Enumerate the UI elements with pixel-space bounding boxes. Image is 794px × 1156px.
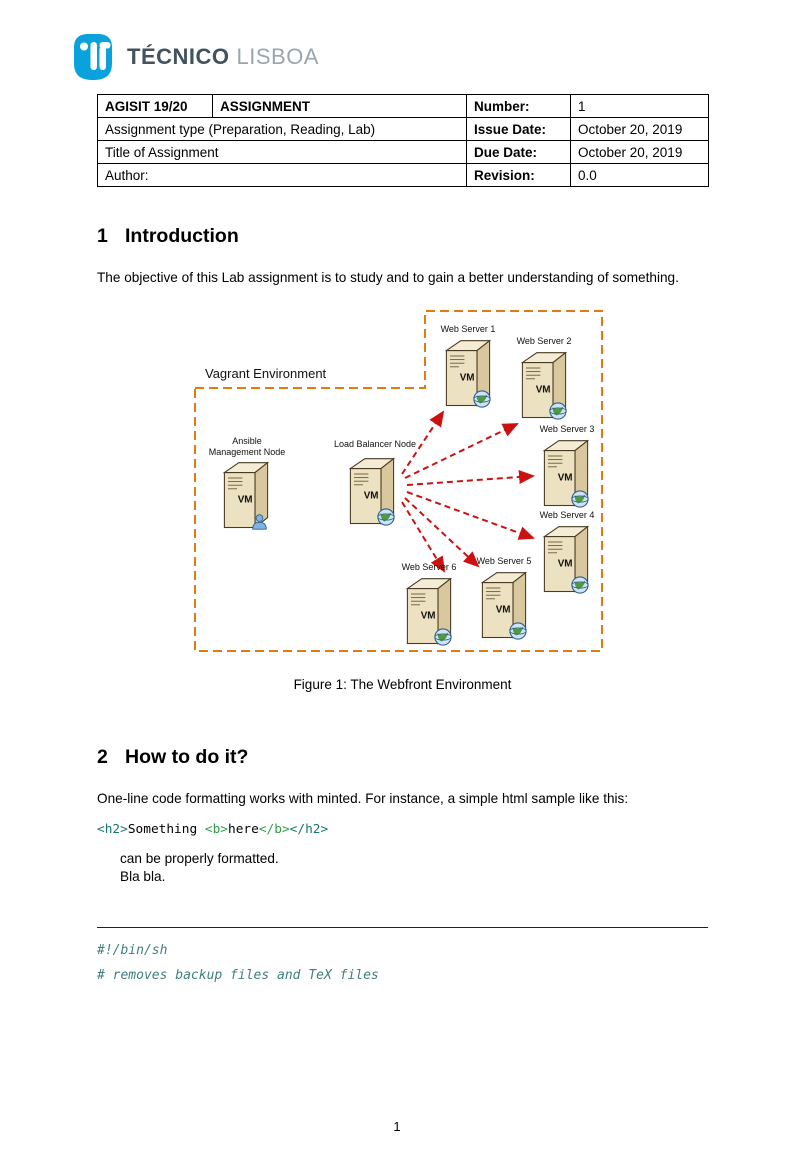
issue-date-label-cell: Issue Date:	[466, 117, 571, 141]
arrow-to-web-server-3	[406, 470, 535, 487]
load-balancer-arrows	[400, 410, 535, 573]
shell-code-block: #!/bin/sh # removes backup files and TeX…	[97, 927, 708, 989]
due-date-value-cell: October 20, 2019	[570, 140, 709, 164]
code-token-text: here	[228, 822, 259, 838]
section-heading-introduction: 1 Introduction	[97, 225, 708, 248]
ansible-management-node: Ansible Management Node	[208, 436, 285, 530]
tecnico-logo-shield-icon	[74, 34, 112, 80]
author-cell: Author:	[97, 163, 467, 187]
load-balancer-node: Load Balancer Node	[333, 439, 416, 526]
revision-value-cell: 0.0	[570, 163, 709, 187]
web-server-6-label: Web Server 6	[401, 562, 456, 572]
code-token-h2-close: </h2>	[289, 822, 329, 838]
section-heading-how-to-do-it: 2 How to do it?	[97, 746, 708, 769]
number-label-cell: Number:	[466, 94, 571, 118]
arrow-to-web-server-1	[400, 410, 444, 475]
title-of-assignment-cell: Title of Assignment	[97, 140, 467, 164]
globe-icon	[376, 508, 395, 526]
table-row: Assignment type (Preparation, Reading, L…	[97, 117, 709, 141]
assignment-type-cell: Assignment type (Preparation, Reading, L…	[97, 117, 467, 141]
note-text: can be properly formatted. Bla bla.	[120, 850, 708, 885]
code-token-b-close: </b>	[258, 822, 290, 838]
web-server-3-label: Web Server 3	[539, 424, 594, 434]
globe-icon	[433, 628, 452, 646]
section-number: 1	[97, 225, 108, 247]
web-server-node-1: Web Server 1	[440, 324, 495, 408]
web-server-node-5: Web Server 5	[476, 556, 531, 640]
ansible-node-label-line2: Management Node	[208, 447, 285, 457]
code-token-h2-open: <h2>	[97, 822, 128, 838]
code-line-shebang: #!/bin/sh	[97, 943, 168, 959]
due-date-label-cell: Due Date:	[466, 140, 571, 164]
assignment-title-cell: ASSIGNMENT	[212, 94, 467, 118]
globe-icon	[472, 390, 491, 408]
section-number: 2	[97, 746, 108, 769]
globe-icon	[570, 490, 589, 508]
ansible-node-label-line1: Ansible	[232, 436, 262, 446]
web-server-2-label: Web Server 2	[516, 336, 571, 346]
web-server-5-label: Web Server 5	[476, 556, 531, 566]
web-server-node-2: Web Server 2	[516, 336, 571, 420]
table-row: Title of Assignment Due Date: October 20…	[97, 140, 709, 164]
figure-caption: Figure 1: The Webfront Environment	[293, 677, 512, 693]
howto-paragraph: One-line code formatting works with mint…	[97, 791, 629, 807]
arrow-to-web-server-2	[404, 423, 519, 479]
table-row: Author: Revision: 0.0	[97, 163, 709, 187]
page-number: 1	[393, 1119, 401, 1134]
code-token-b-open: <b>	[204, 822, 228, 838]
assignment-info-table: AGISIT 19/20 ASSIGNMENT Number: 1 Assign…	[97, 94, 709, 187]
arrow-to-web-server-6	[400, 501, 445, 573]
figure-webfront-environment: VM Vagrant Environment	[97, 308, 708, 659]
vagrant-environment-label: Vagrant Environment	[205, 366, 327, 381]
code-token-text: Something	[127, 822, 205, 838]
course-code-cell: AGISIT 19/20	[97, 94, 213, 118]
vagrant-environment-boundary	[193, 310, 603, 653]
globe-icon	[508, 622, 527, 640]
number-value-cell: 1	[570, 94, 709, 118]
logo-text-lisboa: LISBOA	[236, 44, 319, 69]
load-balancer-label: Load Balancer Node	[333, 439, 415, 449]
web-server-node-3: Web Server 3	[539, 424, 594, 508]
logo-text-tecnico: TÉCNICO	[127, 44, 230, 69]
issue-date-value-cell: October 20, 2019	[570, 117, 709, 141]
intro-paragraph: The objective of this Lab assignment is …	[97, 270, 679, 285]
revision-label-cell: Revision:	[466, 163, 571, 187]
section-title: Introduction	[125, 225, 239, 247]
arrow-to-web-server-4	[406, 491, 535, 540]
code-line-comment: # removes backup files and TeX files	[97, 968, 379, 984]
web-server-1-label: Web Server 1	[440, 324, 495, 334]
section-title: How to do it?	[125, 746, 249, 769]
html-code-sample: <h2>Something <b>here</b></h2>	[97, 822, 708, 837]
note-line-2: Bla bla.	[120, 868, 166, 884]
web-server-node-4: Web Server 4	[539, 510, 594, 594]
web-server-node-6: Web Server 6	[401, 562, 456, 646]
arrow-to-web-server-5	[403, 497, 479, 568]
web-server-4-label: Web Server 4	[539, 510, 594, 520]
webfront-diagram: VM Vagrant Environment	[193, 310, 603, 653]
globe-icon	[570, 576, 589, 594]
note-line-1: can be properly formatted.	[120, 851, 279, 867]
globe-icon	[548, 402, 567, 420]
table-row: AGISIT 19/20 ASSIGNMENT Number: 1	[97, 94, 709, 118]
